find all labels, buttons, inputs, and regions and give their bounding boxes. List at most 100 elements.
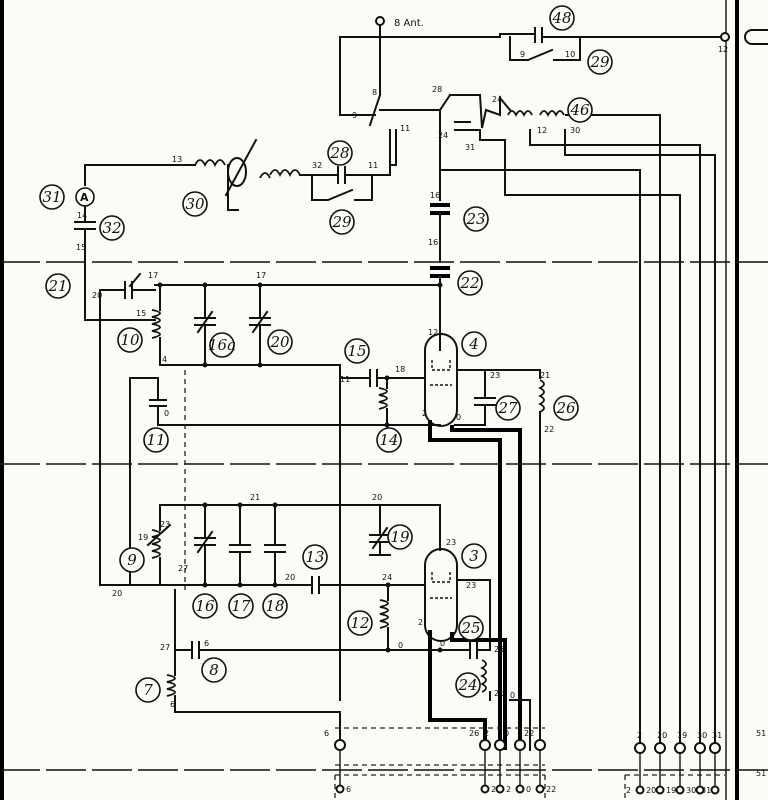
- terminal-6[interactable]: 66: [324, 729, 351, 794]
- component-label-4: 4: [461, 331, 487, 357]
- node-label: 22: [544, 425, 554, 434]
- svg-text:30: 30: [697, 731, 707, 740]
- node-label: 15: [76, 243, 86, 252]
- antenna-section: 8 Ant. 8 9 11 28 12 9 10: [339, 16, 768, 166]
- svg-text:2: 2: [637, 731, 642, 740]
- tube-3: 23 23 24 0 0 25 21 2 0: [204, 538, 531, 751]
- node-label: 14: [77, 211, 87, 220]
- svg-text:13: 13: [305, 548, 324, 566]
- component-label-48: 48: [549, 5, 575, 31]
- component-label-3: 3: [461, 543, 487, 569]
- node-label: 20: [372, 493, 382, 502]
- node-label: 20: [92, 291, 102, 300]
- svg-text:9: 9: [127, 551, 137, 569]
- svg-text:2: 2: [484, 729, 489, 738]
- node-label: 20: [112, 589, 122, 598]
- node-label: 32: [312, 161, 322, 170]
- component-label-22: 22: [457, 270, 483, 296]
- component-label-20: 20: [267, 329, 293, 355]
- svg-text:3: 3: [469, 547, 479, 565]
- svg-text:30: 30: [686, 786, 696, 795]
- svg-text:7: 7: [143, 681, 153, 699]
- node-label: 6: [204, 639, 209, 648]
- svg-text:11: 11: [146, 431, 165, 449]
- node-label: 30: [570, 126, 580, 135]
- svg-text:17: 17: [231, 597, 251, 615]
- ammeter-symbol: A: [80, 191, 89, 204]
- component-label-18: 18: [262, 593, 288, 619]
- svg-text:25: 25: [460, 619, 480, 637]
- node-label: 24: [492, 95, 502, 104]
- node-label: 28: [432, 85, 442, 94]
- node-label: 0: [510, 691, 515, 700]
- terminal-2[interactable]: 22: [484, 729, 511, 794]
- svg-text:26: 26: [555, 399, 576, 417]
- terminal-strip: [334, 727, 725, 800]
- component-label-19: 19: [387, 524, 413, 550]
- terminal-2[interactable]: 22: [626, 731, 646, 795]
- antenna-label: 8 Ant.: [394, 18, 424, 29]
- svg-text:4: 4: [468, 335, 479, 353]
- svg-text:2: 2: [506, 785, 511, 794]
- node-label: 21: [540, 371, 550, 380]
- top-right-terminal[interactable]: [720, 32, 730, 42]
- node-label: 20: [285, 573, 295, 582]
- svg-text:31: 31: [42, 188, 61, 206]
- svg-text:6: 6: [324, 729, 329, 738]
- node-label: 2: [418, 618, 423, 627]
- antenna-coupling: 13 32 11 A 14 15: [74, 129, 391, 321]
- node-label: 12: [537, 126, 547, 135]
- svg-text:14: 14: [379, 431, 398, 449]
- node-label: 19: [138, 533, 148, 542]
- node-label: 0: [456, 413, 461, 422]
- component-label-32: 32: [99, 215, 125, 241]
- svg-text:27: 27: [497, 399, 518, 417]
- svg-text:19: 19: [666, 786, 676, 795]
- svg-text:30: 30: [185, 195, 205, 213]
- node-label: 31: [465, 143, 475, 152]
- lower-tuned-circuit: 21 19 23 20 27 20: [112, 493, 441, 598]
- node-label: 23: [490, 371, 500, 380]
- terminal-22[interactable]: 22 22: [524, 729, 556, 794]
- node-label: 15: [136, 309, 146, 318]
- svg-text:0: 0: [526, 785, 531, 794]
- svg-text:16: 16: [195, 597, 215, 615]
- node-label: 24: [438, 131, 448, 140]
- node-label: 2: [422, 409, 427, 418]
- svg-text:26: 26: [469, 729, 479, 738]
- svg-text:12: 12: [350, 614, 369, 632]
- node-label: 17: [148, 271, 158, 280]
- antenna-terminal[interactable]: [375, 16, 385, 26]
- svg-text:22: 22: [459, 274, 479, 292]
- svg-text:22: 22: [524, 729, 534, 738]
- component-label-13: 13: [302, 544, 328, 570]
- svg-text:22: 22: [546, 785, 556, 794]
- node-label: 0: [398, 641, 403, 650]
- component-label-29: 29: [587, 49, 613, 75]
- terminal-30[interactable]: 30 30: [686, 731, 707, 795]
- svg-text:21: 21: [47, 277, 67, 295]
- node-label: 9: [352, 111, 357, 120]
- node-label: 27: [178, 564, 188, 573]
- svg-text:16a: 16a: [208, 336, 236, 354]
- component-label-46: 46: [567, 97, 593, 123]
- node-label: 11: [400, 124, 410, 133]
- component-label-12: 12: [347, 610, 373, 636]
- terminal-0[interactable]: 00: [504, 729, 531, 794]
- component-label-28: 28: [327, 140, 353, 166]
- node-label: 12: [718, 45, 728, 54]
- component-label-16: 16: [192, 593, 218, 619]
- svg-text:31: 31: [701, 786, 711, 795]
- component-label-9: 9: [119, 547, 145, 573]
- svg-text:23: 23: [465, 210, 485, 228]
- component-label-31: 31: [39, 184, 65, 210]
- cap-column-22-23: 16 16: [428, 169, 450, 341]
- bottom-terminals: 66262622002222: [324, 711, 556, 794]
- svg-text:24: 24: [457, 676, 477, 694]
